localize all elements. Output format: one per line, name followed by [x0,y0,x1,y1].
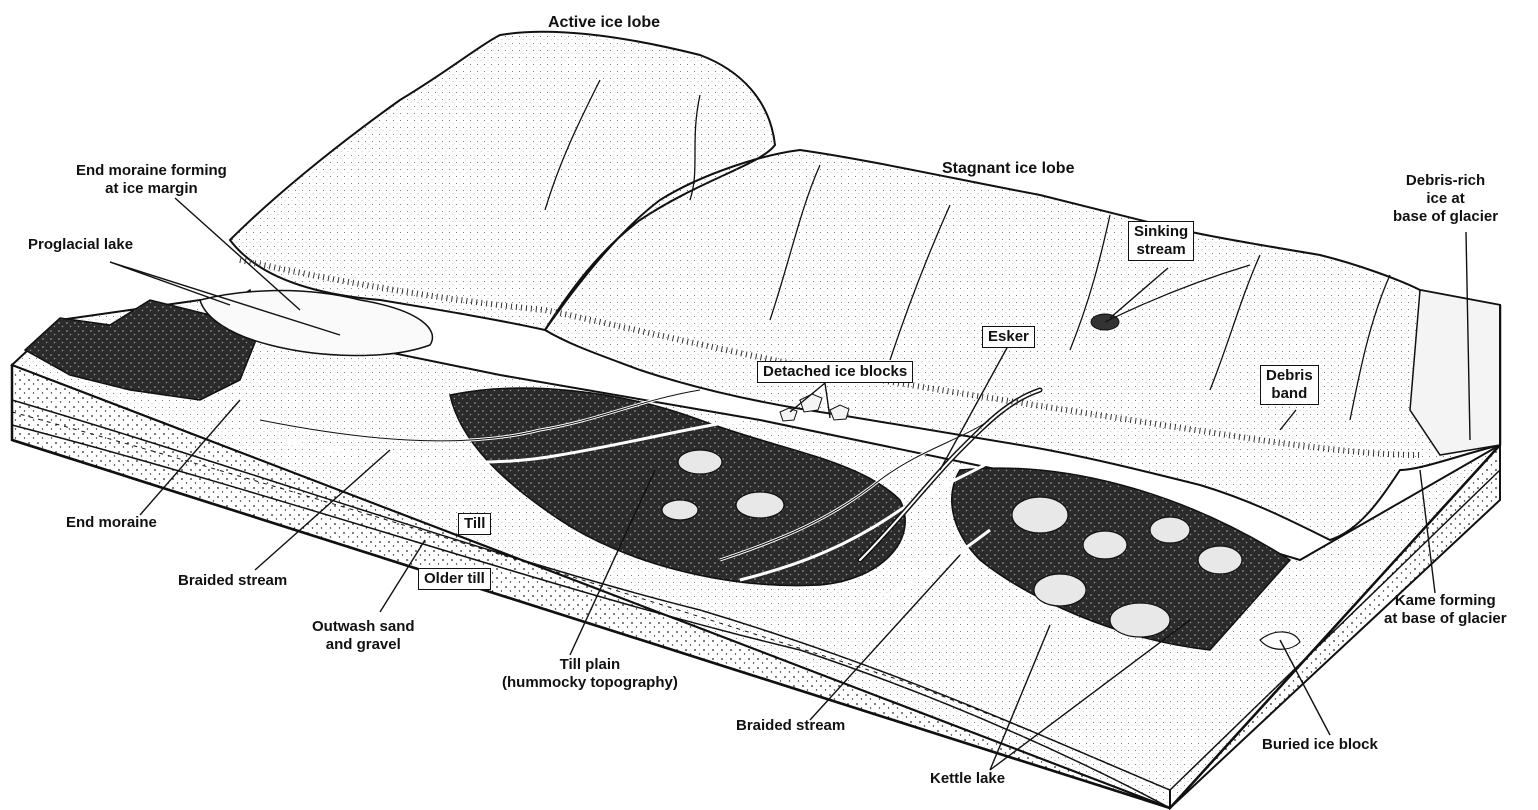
label-proglacial-lake: Proglacial lake [28,236,133,254]
label-older-till: Older till [418,568,491,590]
label-till: Till [458,513,491,535]
label-active-ice-lobe: Active ice lobe [548,14,660,32]
label-braided-stream-left: Braided stream [178,572,287,590]
label-end-moraine: End moraine [66,514,157,532]
ice-right-wall [1410,290,1500,455]
label-kame: Kame forming at base of glacier [1384,592,1507,628]
label-buried-ice-block: Buried ice block [1262,736,1378,754]
label-till-plain: Till plain (hummocky topography) [502,656,678,692]
label-kettle-lake: Kettle lake [930,770,1005,788]
label-end-moraine-forming: End moraine forming at ice margin [76,162,227,198]
label-debris-band: Debris band [1260,365,1319,405]
label-braided-stream-center: Braided stream [736,717,845,735]
label-debris-rich-ice: Debris-rich ice at base of glacier [1393,172,1498,226]
label-detached-ice-blocks: Detached ice blocks [757,361,913,383]
label-stagnant-ice-lobe: Stagnant ice lobe [942,160,1074,178]
label-sinking-stream: Sinking stream [1128,221,1194,261]
label-outwash: Outwash sand and gravel [312,618,415,654]
label-esker: Esker [982,326,1035,348]
